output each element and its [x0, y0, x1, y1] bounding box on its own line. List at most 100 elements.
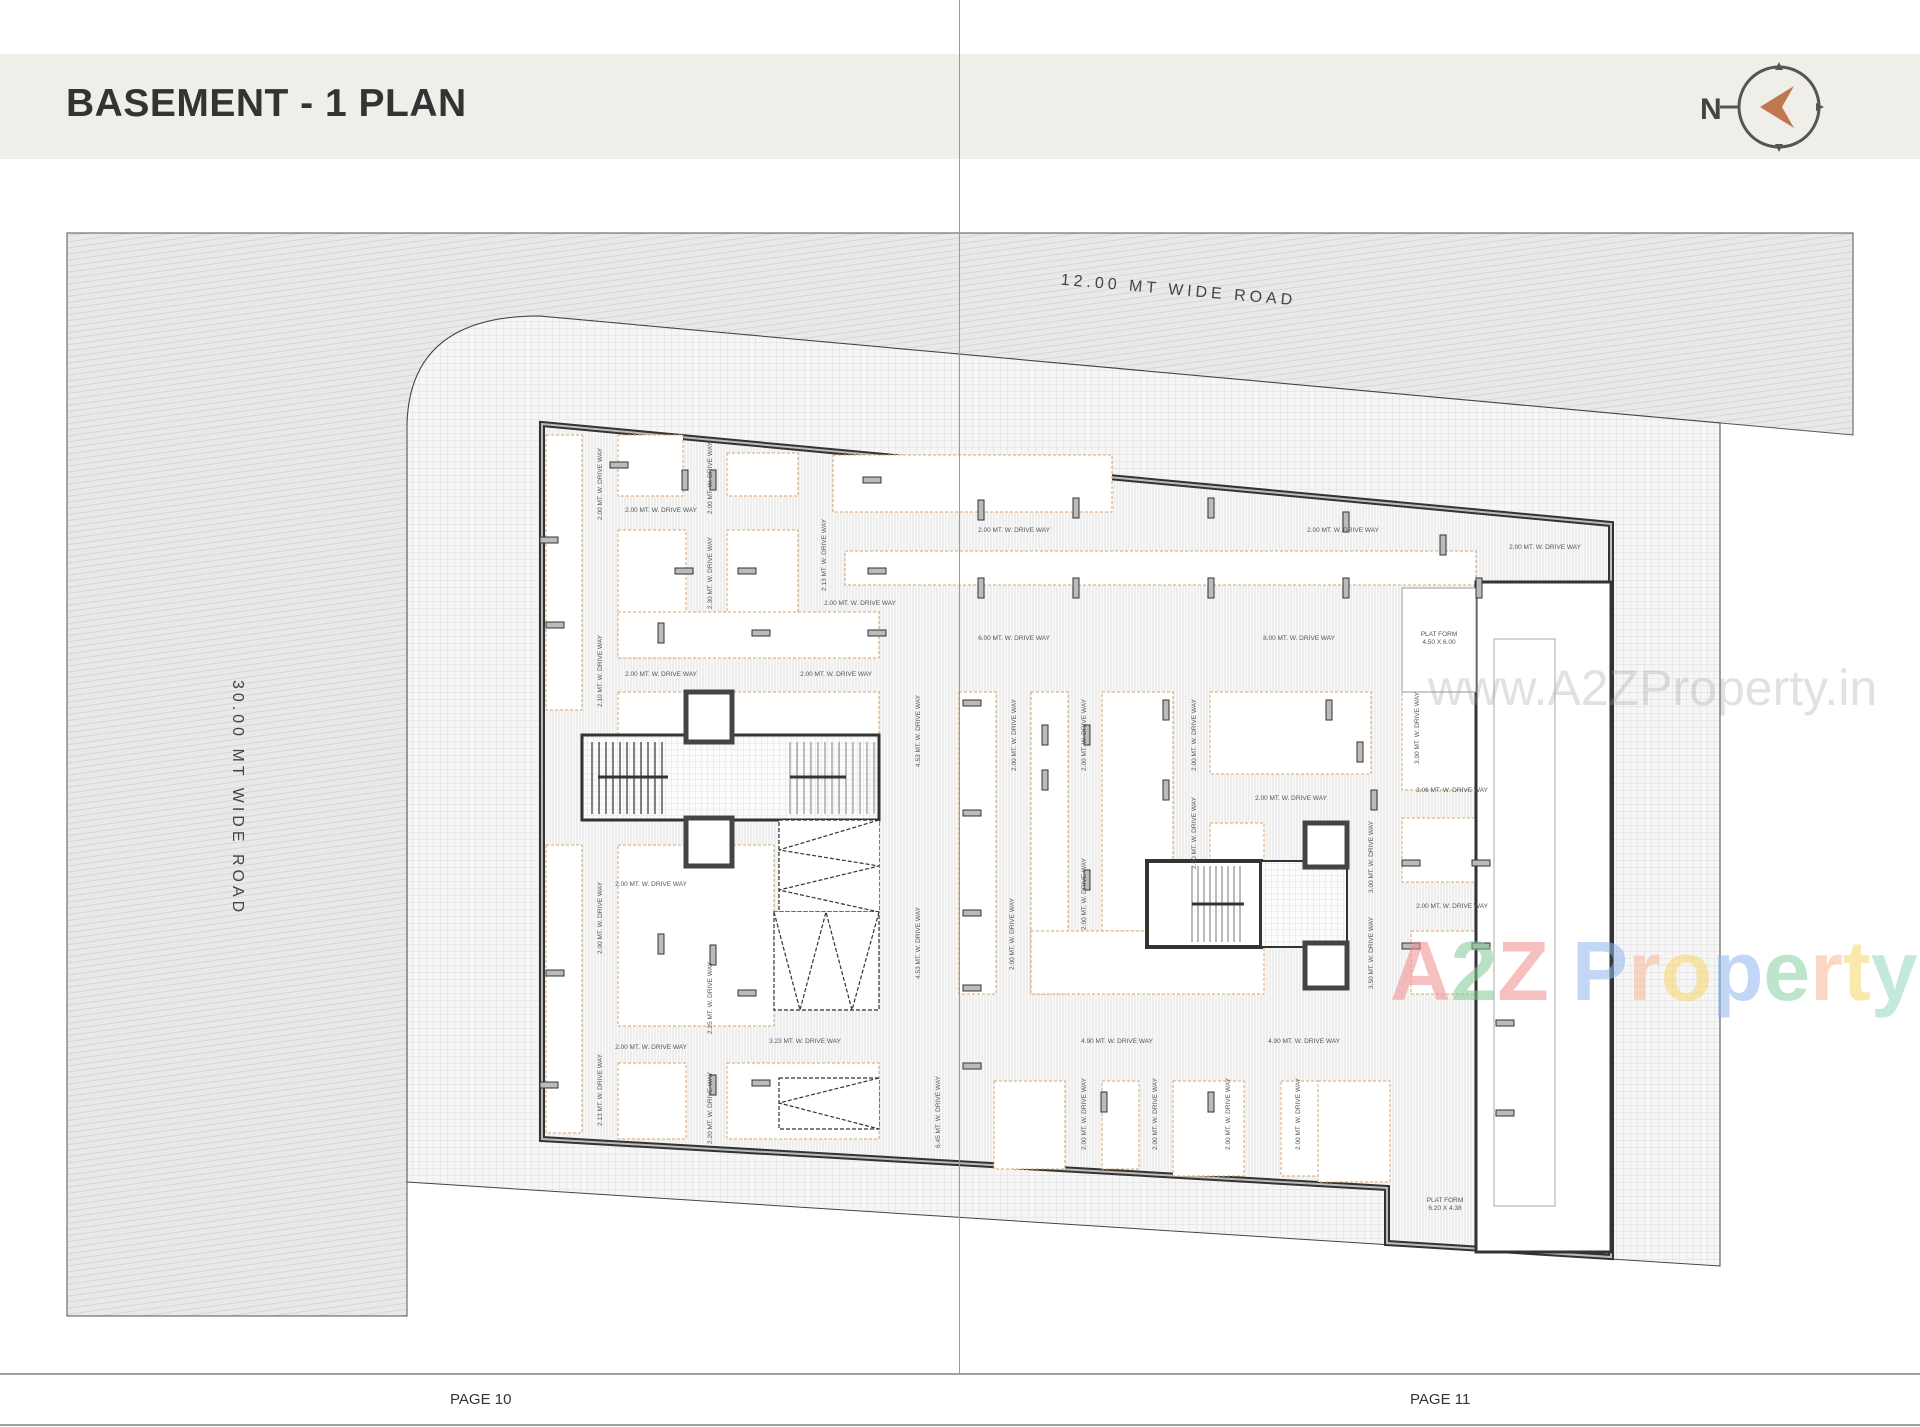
platform-title: PLAT FORM	[1427, 1197, 1464, 1204]
parking-block	[617, 691, 880, 736]
driveway-label: 4.53 MT. W. DRIVE WAY	[915, 906, 922, 979]
platform-size: 6.20 X 4.38	[1428, 1205, 1462, 1212]
driveway-label: 2.00 MT. W. DRIVE WAY	[824, 600, 897, 607]
compass-north-label: N	[1700, 93, 1722, 126]
parking-block	[617, 611, 880, 659]
column	[962, 809, 982, 817]
column	[1342, 577, 1350, 599]
driveway-label: 2.00 MT. W. DRIVE WAY	[1225, 1077, 1232, 1150]
column	[539, 1081, 559, 1089]
logo-letter: r	[1810, 924, 1843, 1018]
driveway-label: 2.00 MT. W. DRIVE WAY	[1152, 1077, 1159, 1150]
column	[1207, 577, 1215, 599]
driveway-label: 8.00 MT. W. DRIVE WAY	[1263, 635, 1336, 642]
driveway-label: 2.00 MT. W. DRIVE WAY	[1416, 903, 1489, 910]
parking-block	[1101, 1080, 1140, 1170]
driveway-label: 2.00 MT. W. DRIVE WAY	[1255, 795, 1328, 802]
driveway-label: 2.00 MT. W. DRIVE WAY	[1307, 527, 1380, 534]
column	[962, 909, 982, 917]
footer-divider	[0, 1373, 1920, 1375]
parking-block	[545, 434, 583, 711]
column	[609, 461, 629, 469]
logo-letter: e	[1763, 924, 1810, 1018]
page-title: BASEMENT - 1 PLAN	[66, 82, 467, 125]
platform-title: PLAT FORM	[1421, 631, 1458, 638]
column	[1207, 497, 1215, 519]
column	[1475, 577, 1483, 599]
column	[1207, 1091, 1215, 1113]
footer-bottom-border	[0, 1424, 1920, 1426]
driveway-label: 2.00 MT. W. DRIVE WAY	[1191, 698, 1198, 771]
driveway-label: 6.00 MT. W. DRIVE WAY	[978, 635, 1051, 642]
driveway-label: 2.30 MT. W. DRIVE WAY	[707, 536, 714, 609]
driveway-label: 2.00 MT. W. DRIVE WAY	[1081, 1077, 1088, 1150]
column	[977, 499, 985, 521]
column	[1325, 699, 1333, 721]
column	[1356, 741, 1364, 763]
driveway-label: 2.00 MT. W. DRIVE WAY	[625, 507, 698, 514]
driveway-label: 3.00 MT. W. DRIVE WAY	[1368, 820, 1375, 893]
driveway-label: 2.00 MT. W. DRIVE WAY	[1081, 698, 1088, 771]
column	[1401, 859, 1421, 867]
columns	[539, 461, 1515, 1117]
logo-letter: P	[1572, 924, 1628, 1018]
driveway-label: 2.00 MT. W. DRIVE WAY	[625, 671, 698, 678]
left-stair-core	[580, 689, 881, 869]
parking-block	[617, 1062, 687, 1140]
logo-letter: t	[1843, 924, 1871, 1018]
logo-letter: y	[1871, 924, 1918, 1018]
driveway-label: 2.00 MT. W. DRIVE WAY	[615, 1044, 688, 1051]
column	[1162, 699, 1170, 721]
column	[751, 629, 771, 637]
column	[1342, 511, 1350, 533]
parking-block	[1209, 691, 1372, 775]
driveway-label: 3.06 MT. W. DRIVE WAY	[1416, 787, 1489, 794]
column	[1041, 724, 1049, 746]
a2z-property-watermark-logo: A2Z Property	[1390, 924, 1918, 1018]
page-number-left: PAGE 10	[450, 1391, 512, 1408]
header-band	[0, 54, 1920, 159]
logo-letter: r	[1628, 924, 1661, 1018]
platform-size: 4.50 X 6.00	[1422, 639, 1456, 646]
logo-letter: p	[1712, 924, 1763, 1018]
column	[709, 469, 717, 491]
column	[1495, 1019, 1515, 1027]
driveway-label: 2.10 MT. W. DRIVE WAY	[597, 634, 604, 707]
parking-block	[1317, 1080, 1391, 1183]
driveway-label: 2.13 MT. W. DRIVE WAY	[597, 1053, 604, 1126]
parking-block	[726, 452, 799, 497]
ramps	[773, 819, 880, 1130]
column	[539, 536, 559, 544]
driveway-label: 2.13 MT. W. DRIVE WAY	[821, 518, 828, 591]
column	[709, 1074, 717, 1096]
right-stair-core	[1145, 820, 1350, 991]
driveway-label: 2.00 MT. W. DRIVE WAY	[1009, 897, 1016, 970]
logo-letter: 2	[1451, 924, 1498, 1018]
driveway-label: 4.90 MT. W. DRIVE WAY	[1268, 1038, 1341, 1045]
column	[657, 933, 665, 955]
column	[1401, 942, 1421, 950]
parking-block	[617, 844, 775, 1027]
driveway-label: 4.53 MT. W. DRIVE WAY	[915, 694, 922, 767]
column	[1370, 789, 1378, 811]
ramp-zone	[1474, 580, 1613, 1254]
column	[1495, 1109, 1515, 1117]
driveway-label: 2.00 MT. W. DRIVE WAY	[1295, 1077, 1302, 1150]
column	[737, 989, 757, 997]
left-road-label: 30.00 MT WIDE ROAD	[229, 680, 246, 916]
driveway-label: 2.00 MT. W. DRIVE WAY	[615, 881, 688, 888]
parking-block	[958, 691, 997, 995]
column	[1041, 769, 1049, 791]
parking-block	[844, 550, 1477, 586]
column	[1100, 1091, 1108, 1113]
column	[1083, 724, 1091, 746]
column	[1083, 869, 1091, 891]
column	[751, 1079, 771, 1087]
column	[977, 577, 985, 599]
column	[867, 629, 887, 637]
column	[1471, 942, 1491, 950]
logo-letter: Z	[1497, 924, 1548, 1018]
driveway-label: 4.90 MT. W. DRIVE WAY	[1081, 1038, 1154, 1045]
